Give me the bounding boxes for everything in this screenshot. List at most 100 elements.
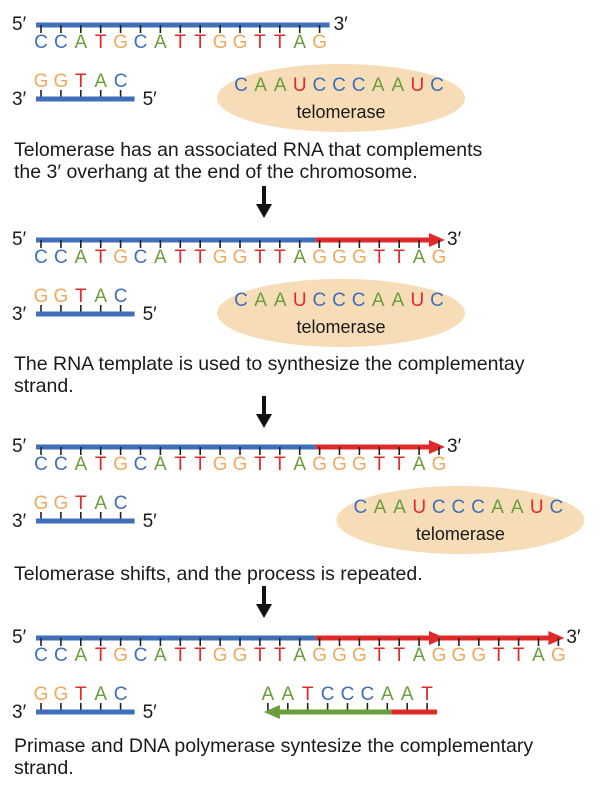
top-base: T <box>174 32 186 53</box>
top-base: G <box>233 247 248 268</box>
top-base: G <box>332 645 347 666</box>
top-base: G <box>113 247 128 268</box>
top-base: A <box>74 247 87 268</box>
rna-base: A <box>372 75 385 96</box>
bottom-base: G <box>54 684 69 705</box>
three-prime-label-top: 3′ <box>447 436 462 457</box>
top-base: G <box>213 247 228 268</box>
top-base: C <box>134 454 148 475</box>
top-base: T <box>254 247 266 268</box>
top-base: T <box>513 645 525 666</box>
rna-base: A <box>372 290 385 311</box>
top-base: G <box>352 247 367 268</box>
step-arrow-head <box>256 414 272 428</box>
rna-base: U <box>411 290 425 311</box>
three-prime-label-top: 3′ <box>566 627 581 648</box>
top-base: T <box>174 454 186 475</box>
top-base: G <box>113 645 128 666</box>
bottom-base: G <box>54 71 69 92</box>
bottom-base: T <box>75 286 87 307</box>
rna-base: C <box>313 75 327 96</box>
top-base: G <box>432 454 447 475</box>
top-base: T <box>393 645 405 666</box>
rna-base: C <box>352 75 366 96</box>
top-base: A <box>74 645 87 666</box>
top-base: T <box>373 454 385 475</box>
bottom-base: T <box>75 684 87 705</box>
rna-base: A <box>274 290 287 311</box>
top-base: G <box>312 645 327 666</box>
top-base: G <box>332 454 347 475</box>
rna-base: A <box>491 497 504 518</box>
top-base: G <box>312 247 327 268</box>
primer-base: A <box>262 684 275 705</box>
top-base: G <box>352 454 367 475</box>
top-base: G <box>432 645 447 666</box>
top-base: A <box>532 645 545 666</box>
telomerase-enzyme <box>217 279 465 347</box>
top-base: T <box>393 247 405 268</box>
top-base: T <box>393 454 405 475</box>
top-base: T <box>274 645 286 666</box>
rna-base: U <box>293 75 307 96</box>
top-base: C <box>54 645 68 666</box>
top-base: A <box>293 454 306 475</box>
caption-line: Primase and DNA polymerase syntesize the… <box>14 735 533 757</box>
caption-line: Telomerase has an associated RNA that co… <box>14 139 482 161</box>
bottom-base: A <box>94 71 107 92</box>
top-base: T <box>254 32 266 53</box>
rna-base: A <box>254 290 267 311</box>
rna-base: C <box>332 75 346 96</box>
top-base: A <box>154 645 167 666</box>
primer-base: A <box>281 684 294 705</box>
rna-base: A <box>511 497 524 518</box>
top-base: A <box>74 454 87 475</box>
five-prime-label-bottom: 5′ <box>143 511 158 532</box>
rna-base: C <box>550 497 564 518</box>
top-base: C <box>34 32 48 53</box>
bottom-base: A <box>94 286 107 307</box>
bottom-base: C <box>114 684 128 705</box>
step-arrow-head <box>256 604 272 618</box>
top-base: T <box>274 247 286 268</box>
top-base: T <box>174 247 186 268</box>
top-base: T <box>95 454 107 475</box>
top-base: A <box>413 645 426 666</box>
top-base: G <box>312 32 327 53</box>
bottom-base: A <box>94 493 107 514</box>
rna-base: U <box>530 497 544 518</box>
top-base: T <box>274 454 286 475</box>
top-base: C <box>54 32 68 53</box>
three-prime-label-top: 3′ <box>447 229 462 250</box>
bottom-base: T <box>75 71 87 92</box>
top-base: T <box>194 247 206 268</box>
extension-arrowhead <box>429 233 445 247</box>
five-prime-label-bottom: 5′ <box>143 304 158 325</box>
top-base: G <box>113 32 128 53</box>
top-base: C <box>34 247 48 268</box>
rna-base: C <box>471 497 485 518</box>
primer-base: T <box>302 684 314 705</box>
rna-base: C <box>352 290 366 311</box>
top-base: G <box>213 454 228 475</box>
top-base: G <box>471 645 486 666</box>
rna-base: U <box>293 290 307 311</box>
top-base: C <box>54 247 68 268</box>
rna-base: A <box>254 75 267 96</box>
top-base: A <box>154 32 167 53</box>
primer-base: T <box>421 684 433 705</box>
top-base: G <box>233 454 248 475</box>
five-prime-label-bottom: 5′ <box>143 89 158 110</box>
caption-line: the 3′ overhang at the end of the chromo… <box>14 161 418 183</box>
extension-arrowhead <box>429 440 445 454</box>
top-base: A <box>293 247 306 268</box>
top-base: A <box>154 454 167 475</box>
telomerase-label: telomerase <box>416 524 505 544</box>
top-base: T <box>373 247 385 268</box>
rna-base: U <box>411 75 425 96</box>
top-base: T <box>95 645 107 666</box>
top-base: C <box>34 454 48 475</box>
top-base: G <box>233 32 248 53</box>
telomerase-enzyme <box>217 64 465 132</box>
bottom-base: G <box>54 493 69 514</box>
